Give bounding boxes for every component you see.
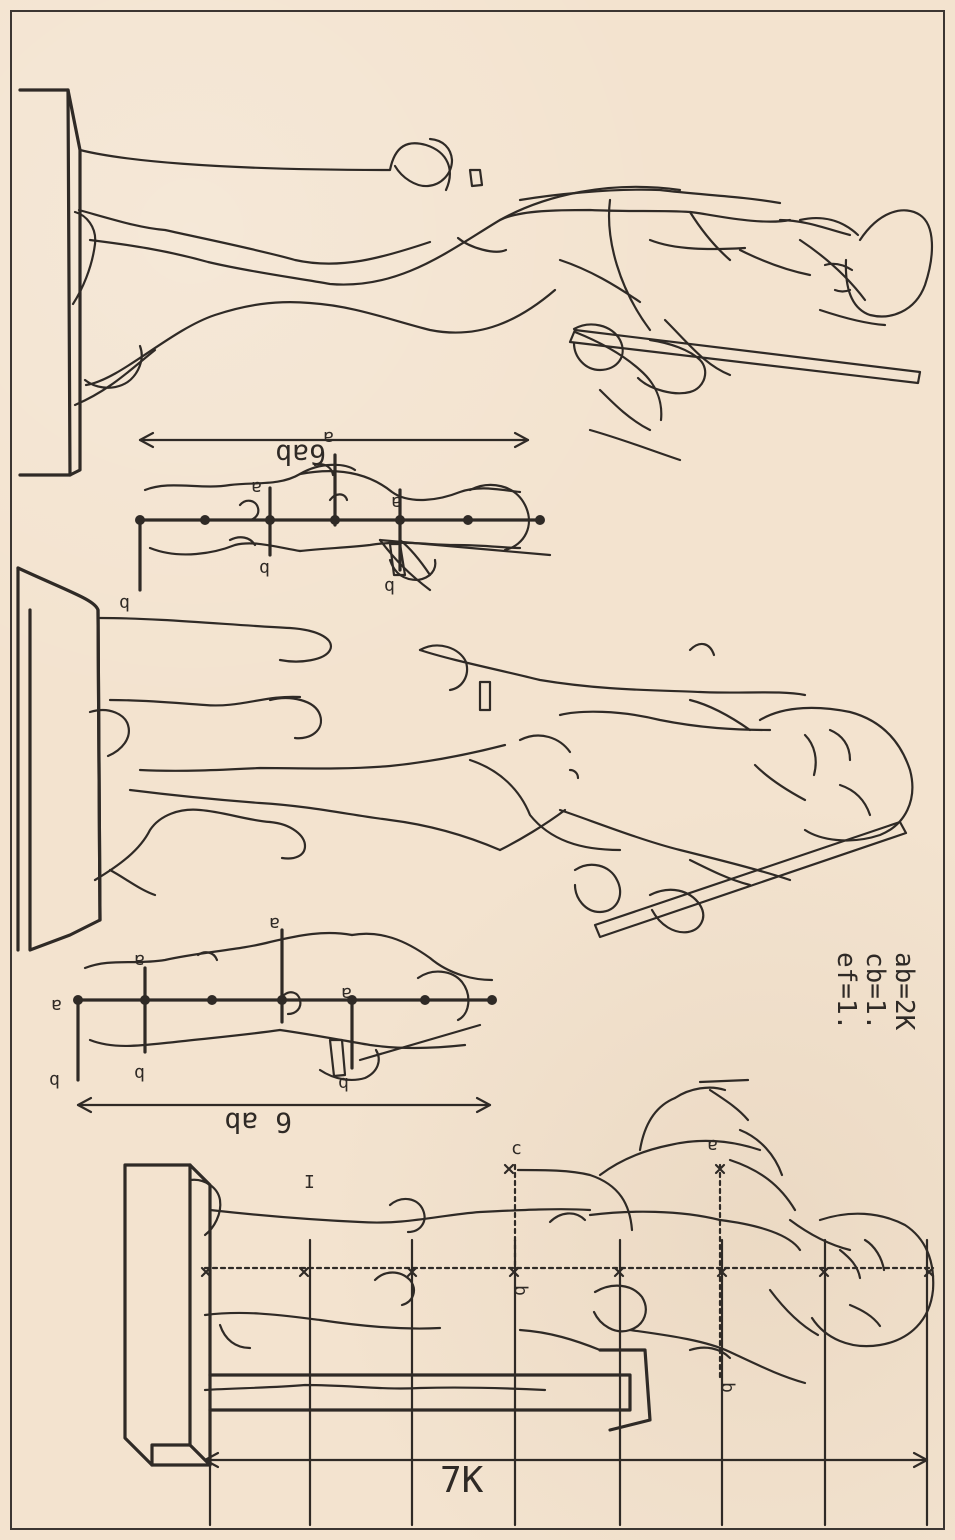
- top-measure-label: 6ab: [275, 438, 326, 471]
- formula-ab: ab=2K: [889, 952, 919, 1031]
- middle-mark-a-4: a: [341, 983, 352, 1004]
- middle-measure-label: 6 ab: [225, 1106, 292, 1139]
- top-mark-a-3: a: [391, 492, 402, 513]
- middle-mark-b-1: b: [49, 1070, 60, 1091]
- middle-mark-a-3: a: [269, 913, 280, 934]
- top-mark-b-1: b: [119, 593, 130, 614]
- formula-ef: ef=1.: [831, 952, 861, 1030]
- top-mark-b-3: b: [384, 576, 395, 597]
- middle-mark-b-3: b: [338, 1073, 349, 1094]
- bottom-scale-label: 7K: [440, 1460, 484, 1501]
- middle-mark-b-2: b: [134, 1063, 145, 1084]
- middle-statue: [18, 568, 912, 950]
- formula-cb: cb=1.: [860, 952, 890, 1030]
- middle-mark-a-1: a: [51, 995, 62, 1016]
- top-mark-a-2: a: [251, 477, 262, 498]
- bottom-mark-b-1: b: [510, 1285, 531, 1296]
- top-mark-a-1: a: [323, 427, 334, 448]
- top-statue: [20, 90, 932, 475]
- bottom-mark-c: c: [511, 1138, 522, 1159]
- bottom-mark-i: I: [304, 1172, 315, 1193]
- bottom-mark-a: a: [707, 1135, 718, 1156]
- top-mark-b-2: b: [259, 558, 270, 579]
- bottom-mark-b-2: b: [717, 1382, 738, 1393]
- top-proportion-figure: [135, 433, 550, 590]
- middle-mark-a-2: a: [134, 950, 145, 971]
